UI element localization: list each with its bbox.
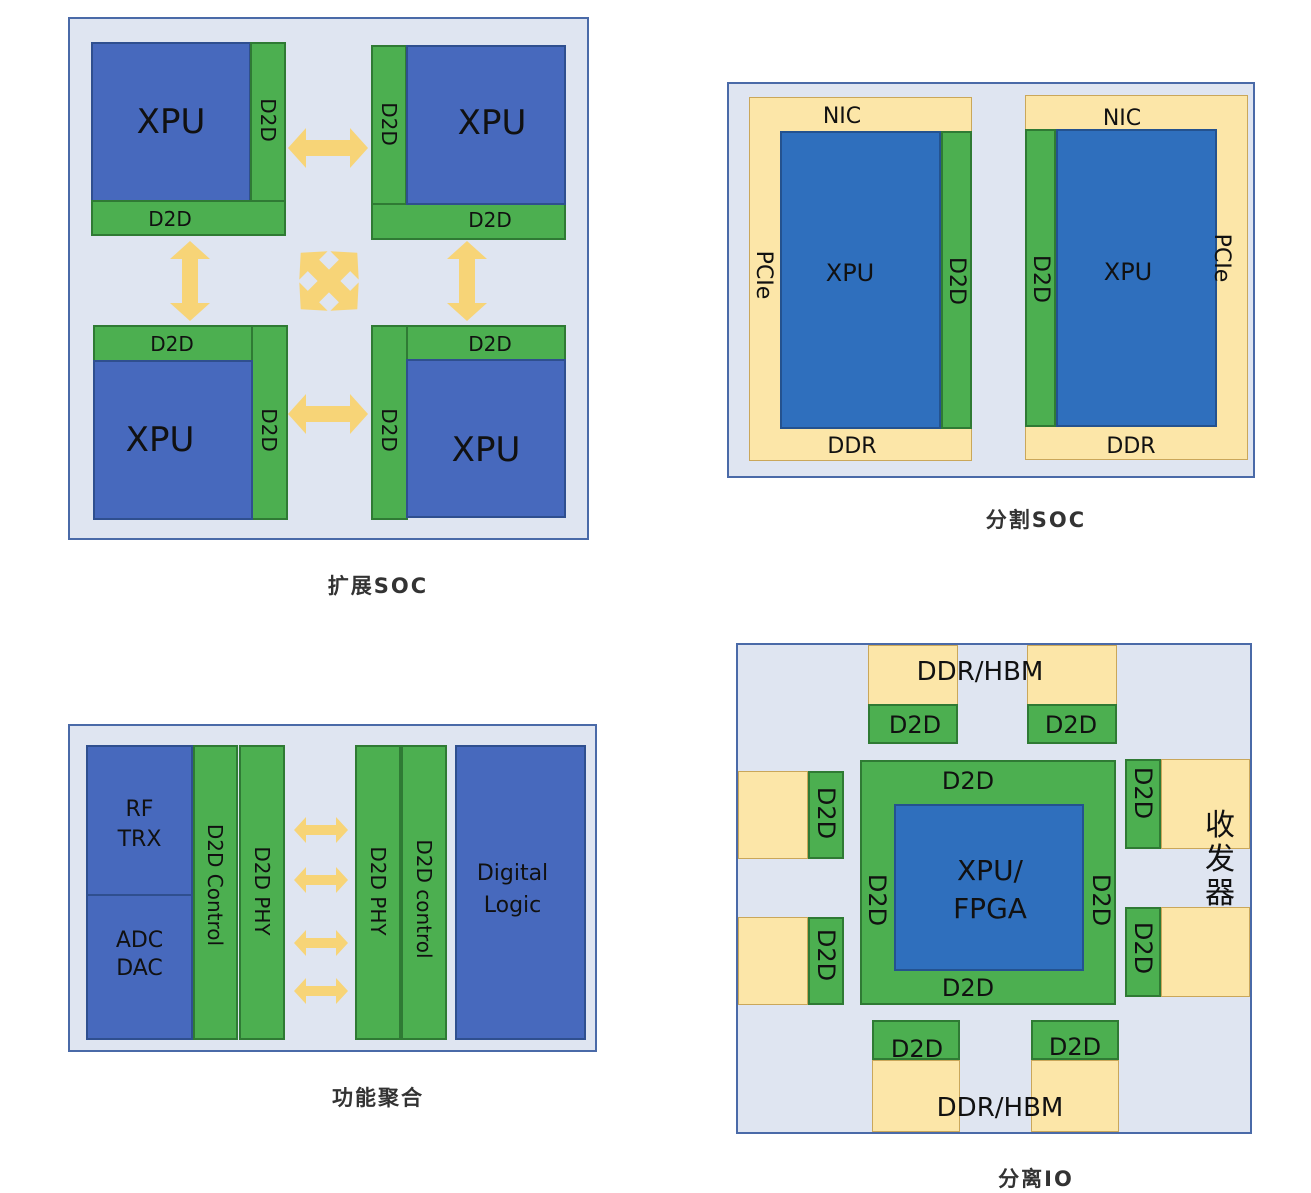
d2d-strip-left bbox=[941, 131, 972, 429]
d2d-label: D2D bbox=[941, 767, 995, 795]
rf-trx-label: RF TRX bbox=[117, 797, 162, 852]
d2d-label: D2D bbox=[148, 207, 192, 231]
d2d-control-right-block bbox=[401, 745, 447, 1040]
transceiver-top bbox=[1161, 759, 1250, 849]
double-arrow-diagonal-2 bbox=[286, 238, 372, 324]
d2d-right-bottom bbox=[1125, 907, 1161, 997]
xpu-label: XPU bbox=[125, 420, 195, 460]
io-left-top bbox=[738, 771, 808, 859]
transceiver-bottom bbox=[1161, 907, 1250, 997]
ddr-hbm-bottom-left bbox=[872, 1060, 960, 1132]
ddr-hbm-label-bottom: DDR/HBM bbox=[936, 1093, 1064, 1123]
d2d-top-left bbox=[868, 704, 958, 744]
adc-dac-label: ADC DAC bbox=[115, 928, 164, 981]
ddr-hbm-label-top: DDR/HBM bbox=[916, 657, 1044, 687]
d2d-label: D2D bbox=[150, 332, 194, 356]
double-arrow-right bbox=[447, 241, 487, 321]
rf-trx-block bbox=[86, 745, 193, 896]
double-arrow-left bbox=[170, 241, 210, 321]
xpu-block-bottom-left bbox=[93, 360, 253, 520]
d2d-label: D2D bbox=[468, 208, 512, 232]
d2d-control-left-block bbox=[193, 745, 238, 1040]
d2d-vertical-bottom-left bbox=[251, 325, 288, 520]
ddr-hbm-top-left bbox=[868, 645, 958, 705]
digital-logic-label: Digital Logic bbox=[476, 861, 549, 918]
expand-soc-caption: 扩展SOC bbox=[327, 574, 429, 598]
xpu-fpga-block bbox=[894, 804, 1084, 971]
d2d-strip-right bbox=[1025, 129, 1056, 427]
d2d-label: D2D bbox=[468, 332, 512, 356]
io-left-bottom bbox=[738, 917, 808, 1005]
d2d-left-top bbox=[808, 771, 844, 859]
d2d-phy-left-block bbox=[239, 745, 285, 1040]
xpu-label: XPU bbox=[1103, 258, 1153, 286]
d2d-phy-right-block bbox=[355, 745, 401, 1040]
digital-logic-block bbox=[455, 745, 586, 1040]
double-arrow-signal-1 bbox=[294, 817, 348, 843]
d2d-label: D2D bbox=[890, 1035, 944, 1063]
xpu-block-right bbox=[1056, 129, 1217, 427]
xpu-label: XPU bbox=[825, 259, 875, 287]
xpu-label: XPU bbox=[451, 430, 521, 470]
double-arrow-bottom bbox=[288, 394, 368, 434]
xpu-fpga-label: XPU/ FPGA bbox=[953, 854, 1027, 925]
xpu-block-bottom-right bbox=[406, 359, 566, 518]
transceiver-label: 收 发 器 bbox=[1205, 808, 1235, 911]
d2d-bottom-left bbox=[872, 1020, 960, 1060]
d2d-top-right bbox=[1027, 704, 1117, 744]
double-arrow-signal-4 bbox=[294, 978, 348, 1004]
d2d-label: D2D bbox=[888, 711, 942, 739]
d2d-label: D2D bbox=[1048, 1033, 1102, 1061]
xpu-block-top-right bbox=[406, 45, 566, 205]
xpu-label: XPU bbox=[457, 103, 527, 143]
d2d-bottom-right bbox=[1031, 1020, 1119, 1060]
d2d-horizontal-top-left bbox=[91, 200, 286, 236]
d2d-label: D2D bbox=[941, 974, 995, 1002]
xpu-label: XPU bbox=[136, 102, 206, 142]
d2d-right-top bbox=[1125, 759, 1161, 849]
xpu-block-top-left bbox=[91, 42, 251, 202]
ddr-label: DDR bbox=[1106, 433, 1156, 459]
adc-dac-block bbox=[86, 894, 193, 1040]
nic-label: NIC bbox=[1102, 105, 1142, 131]
double-arrow-signal-3 bbox=[294, 930, 348, 956]
ddr-hbm-top-right bbox=[1027, 645, 1117, 705]
d2d-left-bottom bbox=[808, 917, 844, 1005]
split-soc-caption: 分割SOC bbox=[985, 508, 1087, 532]
func-agg-caption: 功能聚合 bbox=[332, 1086, 424, 1110]
xpu-block-left bbox=[780, 131, 941, 429]
ddr-hbm-bottom-right bbox=[1031, 1060, 1119, 1132]
d2d-label: D2D bbox=[1044, 711, 1098, 739]
split-io-caption: 分离IO bbox=[998, 1167, 1074, 1191]
double-arrow-signal-2 bbox=[294, 867, 348, 893]
double-arrow-top bbox=[288, 128, 368, 168]
nic-label: NIC bbox=[822, 103, 862, 129]
ddr-label: DDR bbox=[827, 433, 877, 459]
